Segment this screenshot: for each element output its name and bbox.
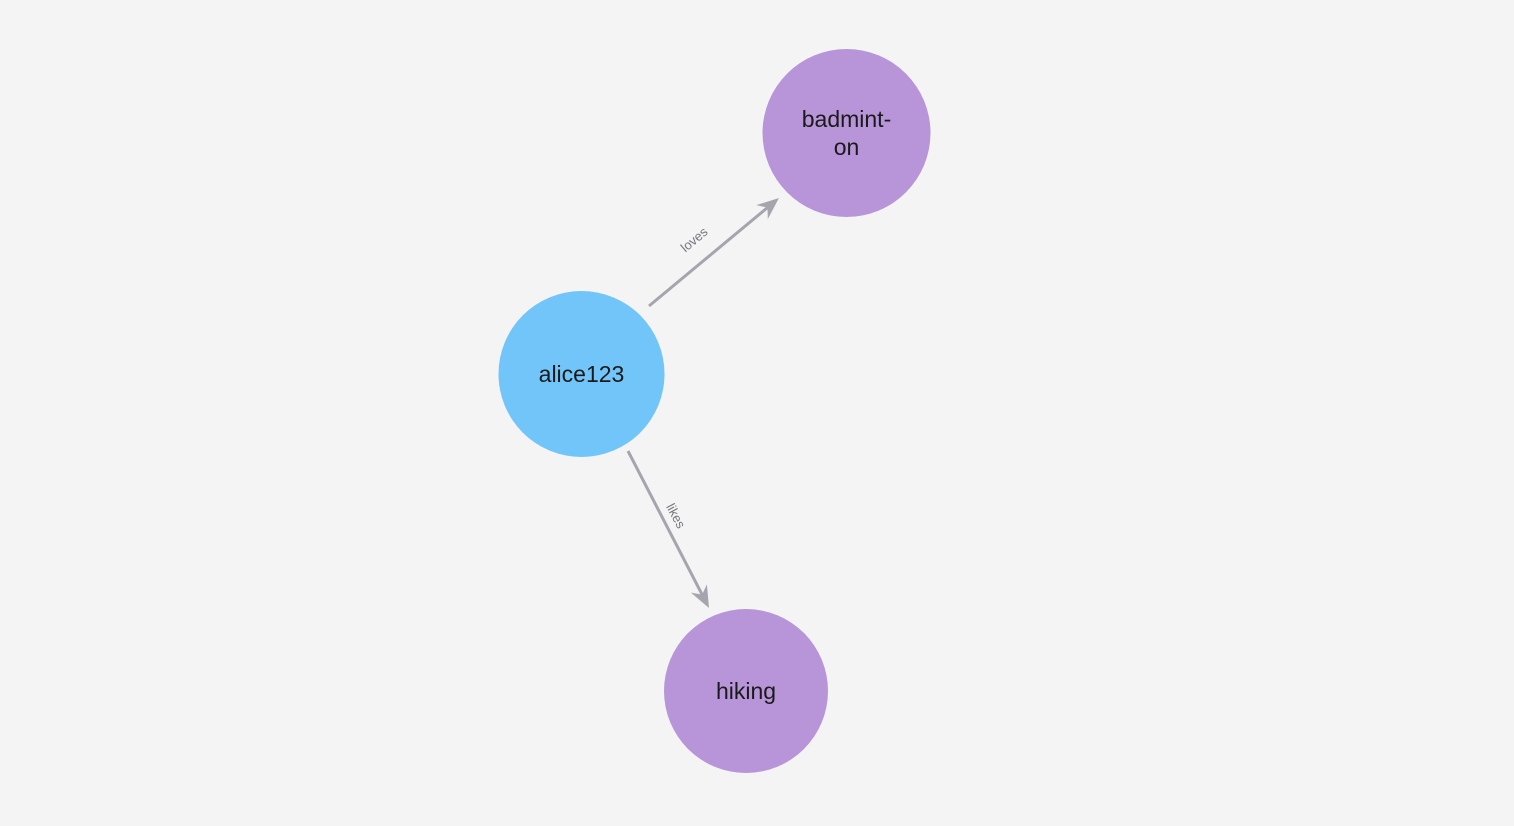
node-label: alice123 (539, 361, 625, 387)
node-circle[interactable] (498, 291, 665, 457)
edge-label: loves (678, 224, 711, 255)
edge-line (648, 204, 771, 308)
graph-edge[interactable]: likes (626, 450, 709, 608)
edge-arrowhead (756, 198, 779, 219)
graph-node-hiking[interactable]: hiking (664, 609, 828, 773)
graph-edge[interactable]: loves (648, 198, 779, 308)
node-circle[interactable] (664, 609, 828, 773)
graph-node-badminton[interactable]: badmint-on (762, 49, 931, 217)
edge-line (626, 450, 705, 598)
node-circle[interactable] (762, 49, 931, 217)
graph-node-alice123[interactable]: alice123 (498, 291, 665, 457)
edge-arrowhead (690, 584, 709, 608)
nodes-layer: alice123 badmint-on hiking (498, 49, 931, 773)
node-label: badmint- (802, 106, 891, 132)
node-label: on (834, 134, 860, 160)
node-label: hiking (716, 678, 776, 704)
